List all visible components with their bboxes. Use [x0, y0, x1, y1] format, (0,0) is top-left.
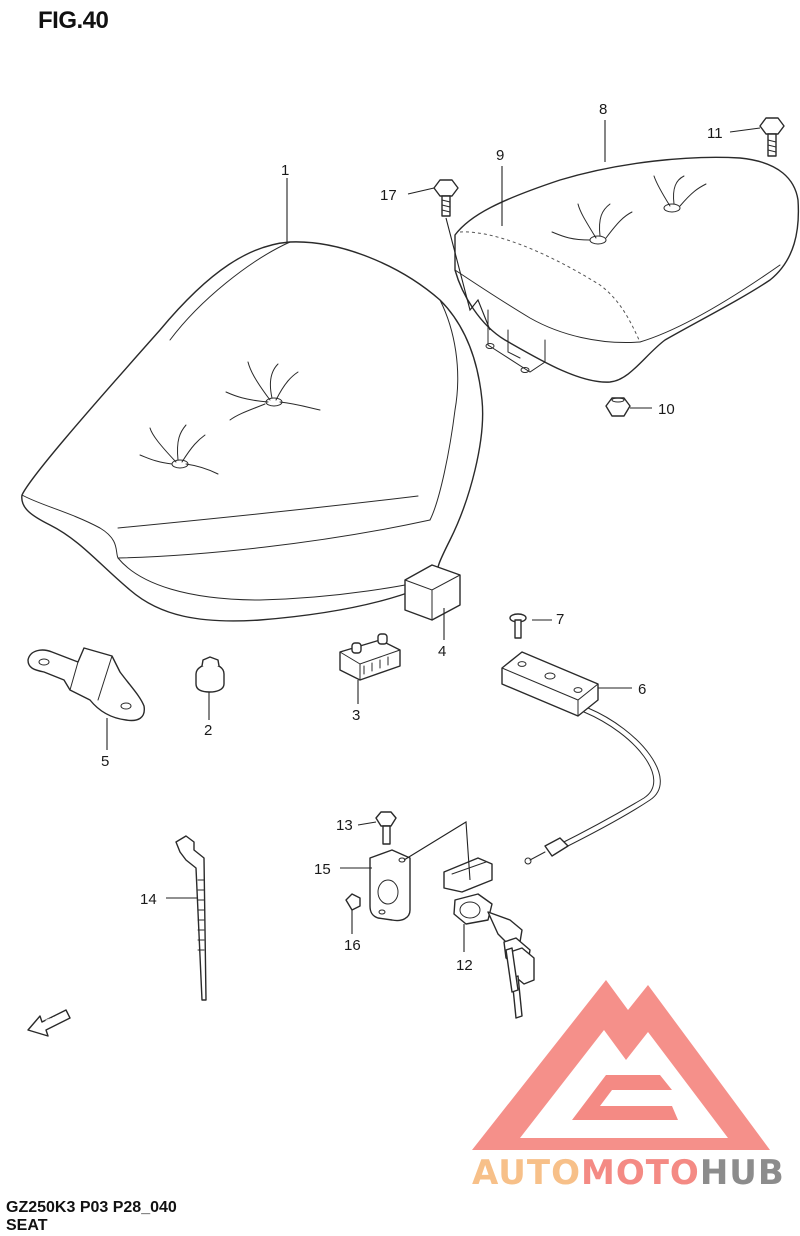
seat-bracket[interactable] — [27, 647, 145, 722]
forward-direction-arrow: FWD — [27, 1009, 71, 1037]
lock-cover-with-cable[interactable] — [501, 651, 661, 865]
callout-3: 3 — [352, 707, 360, 724]
section-name: SEAT — [6, 1217, 48, 1234]
callout-17: 17 — [380, 187, 397, 204]
callout-4: 4 — [438, 643, 446, 660]
nut-10[interactable] — [605, 397, 631, 417]
callout-1: 1 — [281, 162, 289, 179]
seat-spacer-block[interactable] — [404, 564, 461, 621]
callout-5: 5 — [101, 753, 109, 770]
model-code: GZ250K3 P03 P28_040 — [6, 1199, 177, 1216]
callout-2: 2 — [204, 722, 212, 739]
callout-10: 10 — [658, 401, 675, 418]
rubber-block[interactable] — [339, 633, 401, 681]
callout-16: 16 — [344, 937, 361, 954]
callout-15: 15 — [314, 861, 331, 878]
leader-lines — [106, 120, 761, 952]
callout-11: 11 — [707, 125, 723, 142]
lock-bracket[interactable] — [369, 849, 411, 922]
seat-lock-and-keys[interactable] — [443, 857, 535, 1019]
callout-13: 13 — [336, 817, 353, 834]
bolt-11[interactable] — [759, 117, 785, 157]
callout-6: 6 — [638, 681, 646, 698]
figure-title: FIG.40 — [38, 7, 109, 34]
callout-7: 7 — [556, 611, 564, 628]
callout-14: 14 — [140, 891, 157, 908]
watermark-moto: MOTO — [581, 1153, 700, 1193]
callout-9: 9 — [496, 147, 504, 164]
pillion-seat[interactable] — [454, 156, 800, 383]
watermark-hub: HUB — [700, 1153, 785, 1193]
cable-tie[interactable] — [175, 835, 207, 1001]
screw-7[interactable] — [509, 613, 527, 639]
screw-16[interactable] — [345, 893, 361, 911]
callout-labels: 1 2 3 4 5 6 7 8 9 10 11 12 13 14 15 16 1… — [101, 101, 723, 974]
watermark-logo: AUTOMOTOHUB — [472, 980, 785, 1193]
front-seat[interactable] — [21, 241, 484, 622]
watermark-text: AUTOMOTOHUB — [472, 1153, 785, 1193]
bolt-13[interactable] — [375, 811, 397, 845]
callout-12: 12 — [456, 957, 473, 974]
rubber-cushion[interactable] — [195, 656, 225, 693]
watermark-auto: AUTO — [472, 1153, 581, 1193]
callout-8: 8 — [599, 101, 607, 118]
bolt-17[interactable] — [433, 179, 459, 217]
